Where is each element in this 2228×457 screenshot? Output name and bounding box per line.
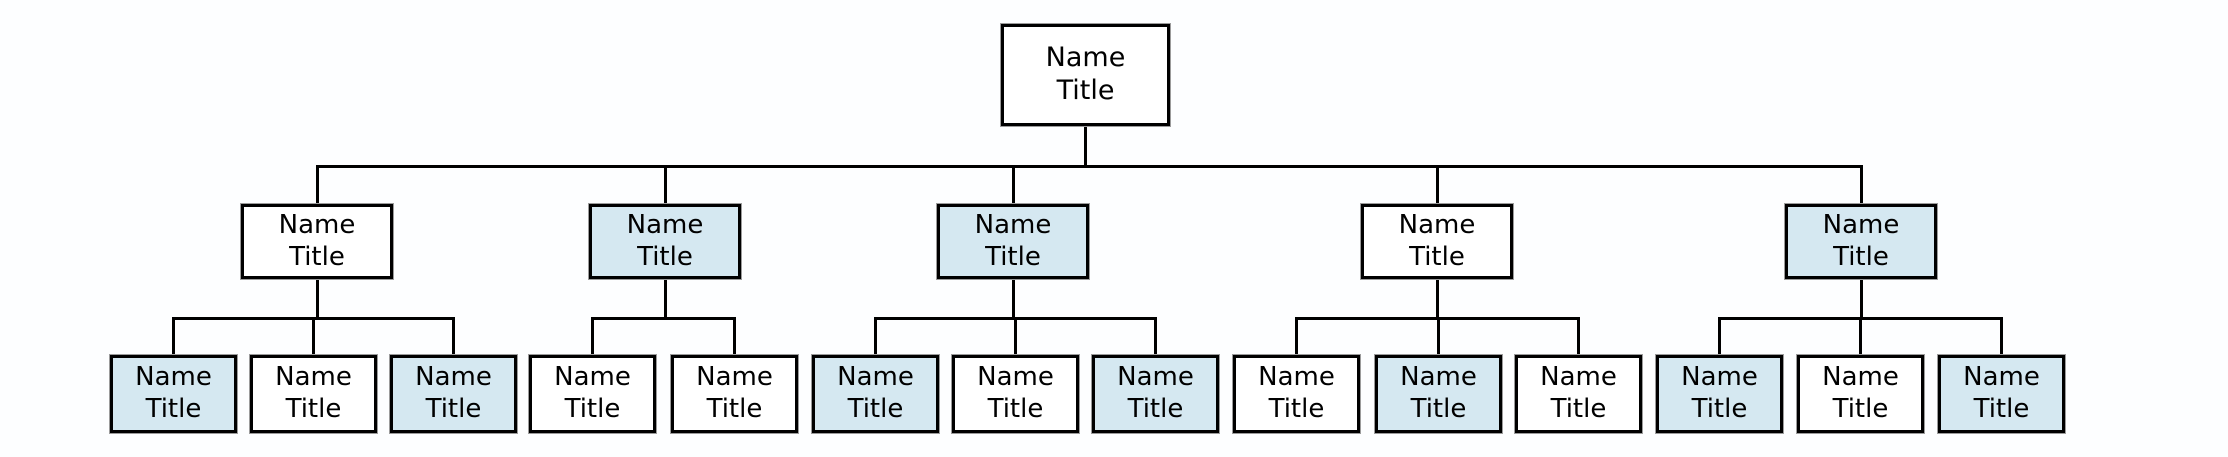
node-title-label: Title <box>987 394 1044 424</box>
node-title-label: Title <box>1833 241 1889 272</box>
connector-line <box>1154 317 1157 355</box>
connector-line <box>312 317 315 355</box>
node-title-label: Title <box>1973 394 2030 424</box>
connector-line <box>664 165 667 204</box>
node-name-label: Name <box>1822 362 1899 393</box>
connector-line <box>1437 317 1440 355</box>
node-title-label: Title <box>1127 394 1184 424</box>
connector-line <box>664 279 667 320</box>
node-title-label: Title <box>1056 75 1115 106</box>
node-name-label: Name <box>837 362 914 393</box>
connector-line <box>1012 165 1015 204</box>
connector-line <box>733 317 736 355</box>
node-name-label: Name <box>275 362 352 393</box>
node-name-label: Name <box>1117 362 1194 393</box>
connector-line <box>874 317 877 355</box>
node-title-label: Title <box>1268 394 1325 424</box>
node-name-label: Name <box>1822 209 1900 240</box>
connector-line <box>1860 165 1863 204</box>
connector-line <box>1014 317 1017 355</box>
node-name-label: Name <box>696 362 773 393</box>
node-name-label: Name <box>1400 362 1477 393</box>
connector-line <box>591 317 736 320</box>
node-title-label: Title <box>985 241 1041 272</box>
node-name-label: Name <box>1398 209 1476 240</box>
node-title-label: Title <box>706 394 763 424</box>
node-name-label: Name <box>626 209 704 240</box>
connector-line <box>1859 317 1862 355</box>
node-name-label: Name <box>977 362 1054 393</box>
node-title-label: Title <box>1410 394 1467 424</box>
node-name-label: Name <box>1681 362 1758 393</box>
node-title-label: Title <box>1691 394 1748 424</box>
node-title-label: Title <box>1550 394 1607 424</box>
node-title-label: Title <box>1409 241 1465 272</box>
node-title-label: Title <box>425 394 482 424</box>
node-title-label: Title <box>847 394 904 424</box>
node-name-label: Name <box>278 209 356 240</box>
connector-line <box>1718 317 1721 355</box>
connector-line <box>1436 165 1439 204</box>
connector-line <box>1577 317 1580 355</box>
node-name-label: Name <box>1045 42 1126 74</box>
node-title-label: Title <box>1832 394 1889 424</box>
node-name-label: Name <box>1258 362 1335 393</box>
node-title-label: Title <box>637 241 693 272</box>
connector-line <box>1084 126 1087 168</box>
connector-line <box>1860 279 1863 320</box>
node-name-label: Name <box>1963 362 2040 393</box>
connector-line <box>2000 317 2003 355</box>
node-name-label: Name <box>1540 362 1617 393</box>
node-title-label: Title <box>564 394 621 424</box>
connector-line <box>1295 317 1298 355</box>
node-name-label: Name <box>554 362 631 393</box>
node-title-label: Title <box>145 394 202 424</box>
node-name-label: Name <box>974 209 1052 240</box>
connector-line <box>172 317 175 355</box>
node-title-label: Title <box>285 394 342 424</box>
connector-line <box>316 279 319 320</box>
node-name-label: Name <box>415 362 492 393</box>
connector-line <box>591 317 594 355</box>
connector-line <box>1012 279 1015 320</box>
connector-line <box>1436 279 1439 320</box>
node-name-label: Name <box>135 362 212 393</box>
node-title-label: Title <box>289 241 345 272</box>
connector-line <box>316 165 319 204</box>
connector-line <box>316 165 1863 168</box>
connector-line <box>452 317 455 355</box>
